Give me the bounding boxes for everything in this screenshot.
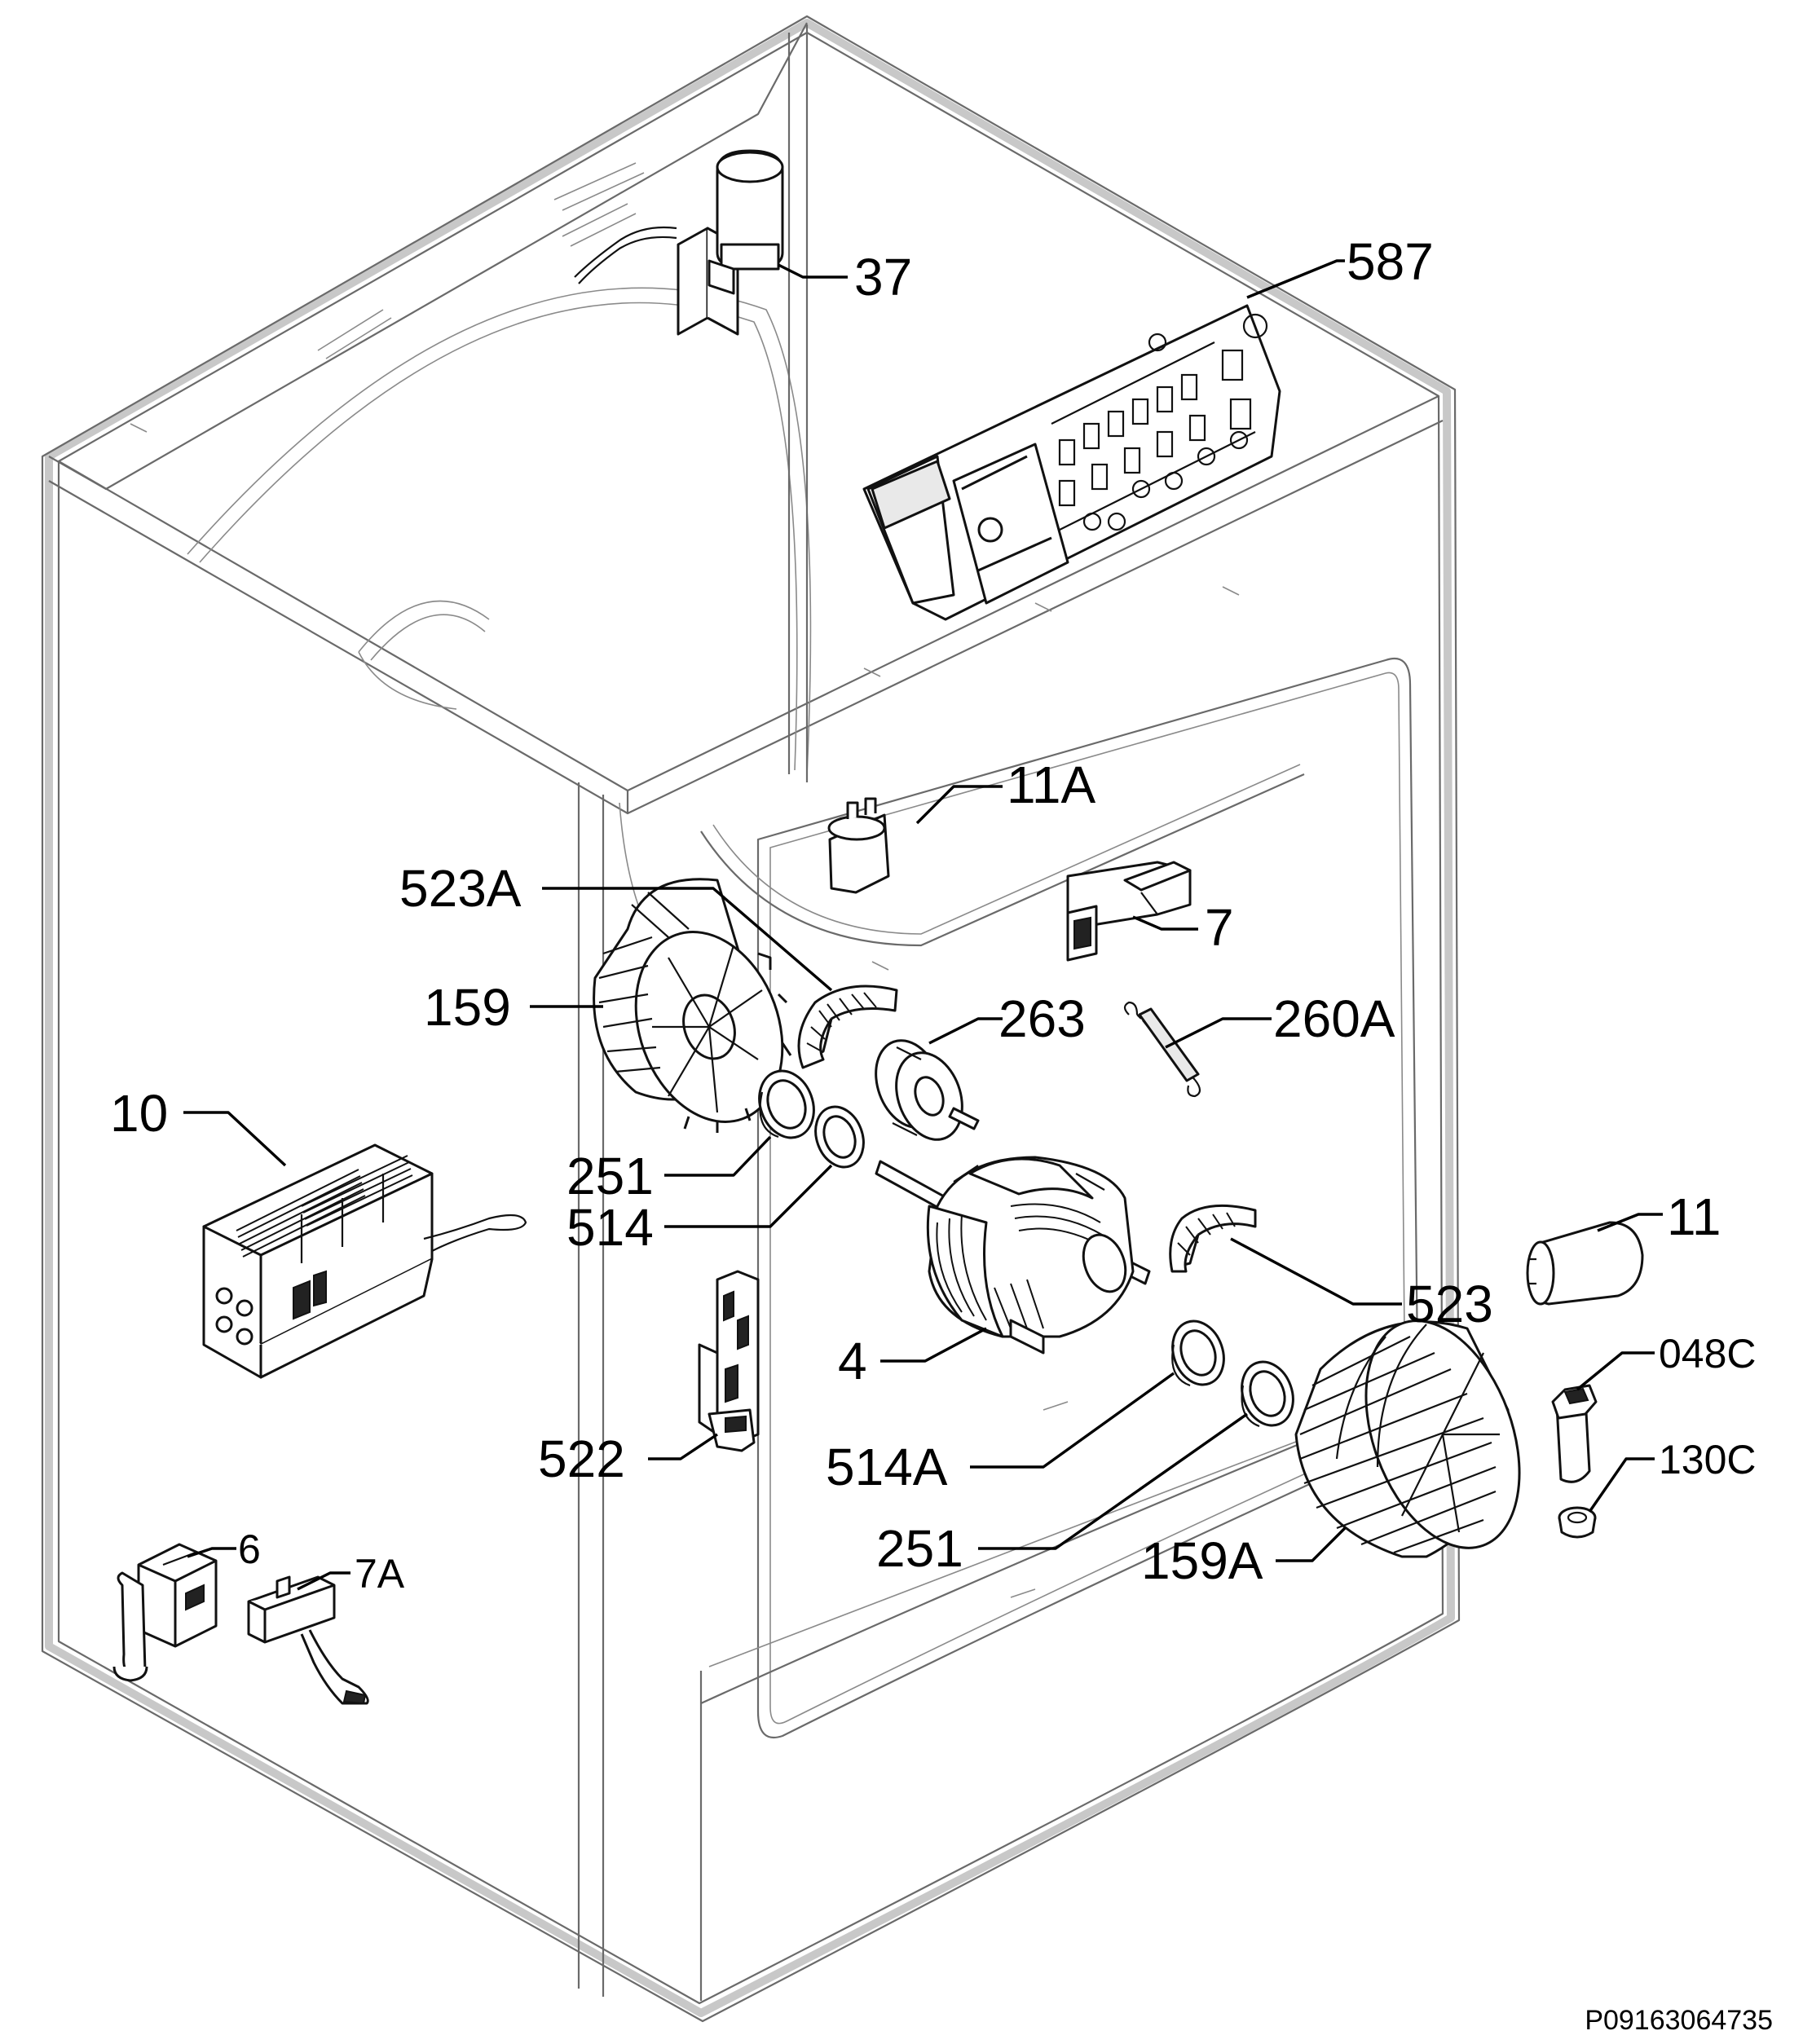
label-10: 10 [110, 1084, 168, 1143]
leader-048c [1576, 1351, 1655, 1391]
capacitor-11 [1526, 1221, 1644, 1306]
label-263: 263 [998, 989, 1086, 1048]
leader-130c [1588, 1457, 1655, 1513]
door-lock-522 [698, 1270, 760, 1452]
cabinet-outline [41, 15, 1461, 2023]
leader-523 [1230, 1237, 1402, 1306]
label-522: 522 [538, 1429, 625, 1488]
leader-263 [928, 1017, 1003, 1045]
label-11a: 11A [1007, 755, 1095, 814]
leader-251b [978, 1412, 1248, 1550]
bearing-ring-514-upper [814, 1105, 865, 1169]
leader-11 [1597, 1213, 1663, 1232]
control-board-587 [862, 304, 1281, 621]
capacitor-11a [827, 797, 890, 894]
label-587: 587 [1347, 232, 1434, 291]
bearing-ring-251-upper [758, 1069, 815, 1139]
leader-514a [970, 1372, 1175, 1469]
label-048c: 048C [1659, 1331, 1757, 1377]
nozzle-130c [1558, 1506, 1597, 1539]
label-523: 523 [1406, 1275, 1493, 1333]
label-130c: 130C [1659, 1437, 1757, 1482]
label-37: 37 [854, 248, 912, 306]
leader-523a [542, 887, 833, 992]
pump-6 [112, 1543, 218, 1682]
label-7a: 7A [355, 1551, 405, 1597]
filter-048c [1551, 1384, 1598, 1483]
label-523a: 523A [399, 859, 522, 918]
label-251a: 251 [566, 1147, 654, 1205]
spring-260a [1123, 1001, 1201, 1098]
leader-587 [1246, 259, 1345, 299]
label-159: 159 [424, 978, 511, 1037]
label-7: 7 [1205, 898, 1234, 957]
figure-code: P09163064735 [1585, 2005, 1773, 2036]
label-159a: 159A [1141, 1531, 1263, 1590]
label-514a: 514A [826, 1438, 948, 1496]
door-switch-7 [1066, 861, 1192, 962]
label-11: 11 [1667, 1187, 1721, 1246]
leader-lines [183, 259, 1663, 1591]
leader-10 [183, 1111, 287, 1167]
bearing-ring-514a [1171, 1319, 1225, 1387]
fan-wheel-159a [1294, 1319, 1521, 1558]
leader-260a [1165, 1017, 1272, 1049]
heating-element-10 [202, 1143, 527, 1379]
pulley-263 [875, 1039, 980, 1141]
bearing-bracket-523a [797, 985, 898, 1069]
leader-4 [880, 1327, 987, 1363]
leader-251a [664, 1135, 772, 1177]
label-251b: 251 [876, 1519, 963, 1578]
bearing-ring-251-lower [1241, 1360, 1294, 1428]
capacitor-37 [574, 149, 784, 336]
leader-7a [297, 1571, 350, 1591]
impeller-159 [593, 878, 792, 1133]
motor-4 [875, 1156, 1151, 1355]
label-6: 6 [238, 1526, 261, 1572]
bearing-bracket-523 [1169, 1204, 1257, 1273]
leader-6 [187, 1547, 236, 1558]
label-260a: 260A [1273, 989, 1395, 1048]
leader-11a [915, 785, 1003, 825]
leader-522 [648, 1433, 718, 1460]
label-4: 4 [838, 1332, 867, 1390]
leader-514 [664, 1164, 833, 1228]
part-labels: 37 587 11A 523A 7 159 263 260A 10 251 51… [110, 232, 1773, 2036]
label-514: 514 [566, 1198, 654, 1257]
leader-7 [1132, 915, 1198, 931]
micro-switch-7a [247, 1575, 369, 1705]
leader-159a [1276, 1526, 1347, 1562]
leader-37 [778, 263, 848, 279]
